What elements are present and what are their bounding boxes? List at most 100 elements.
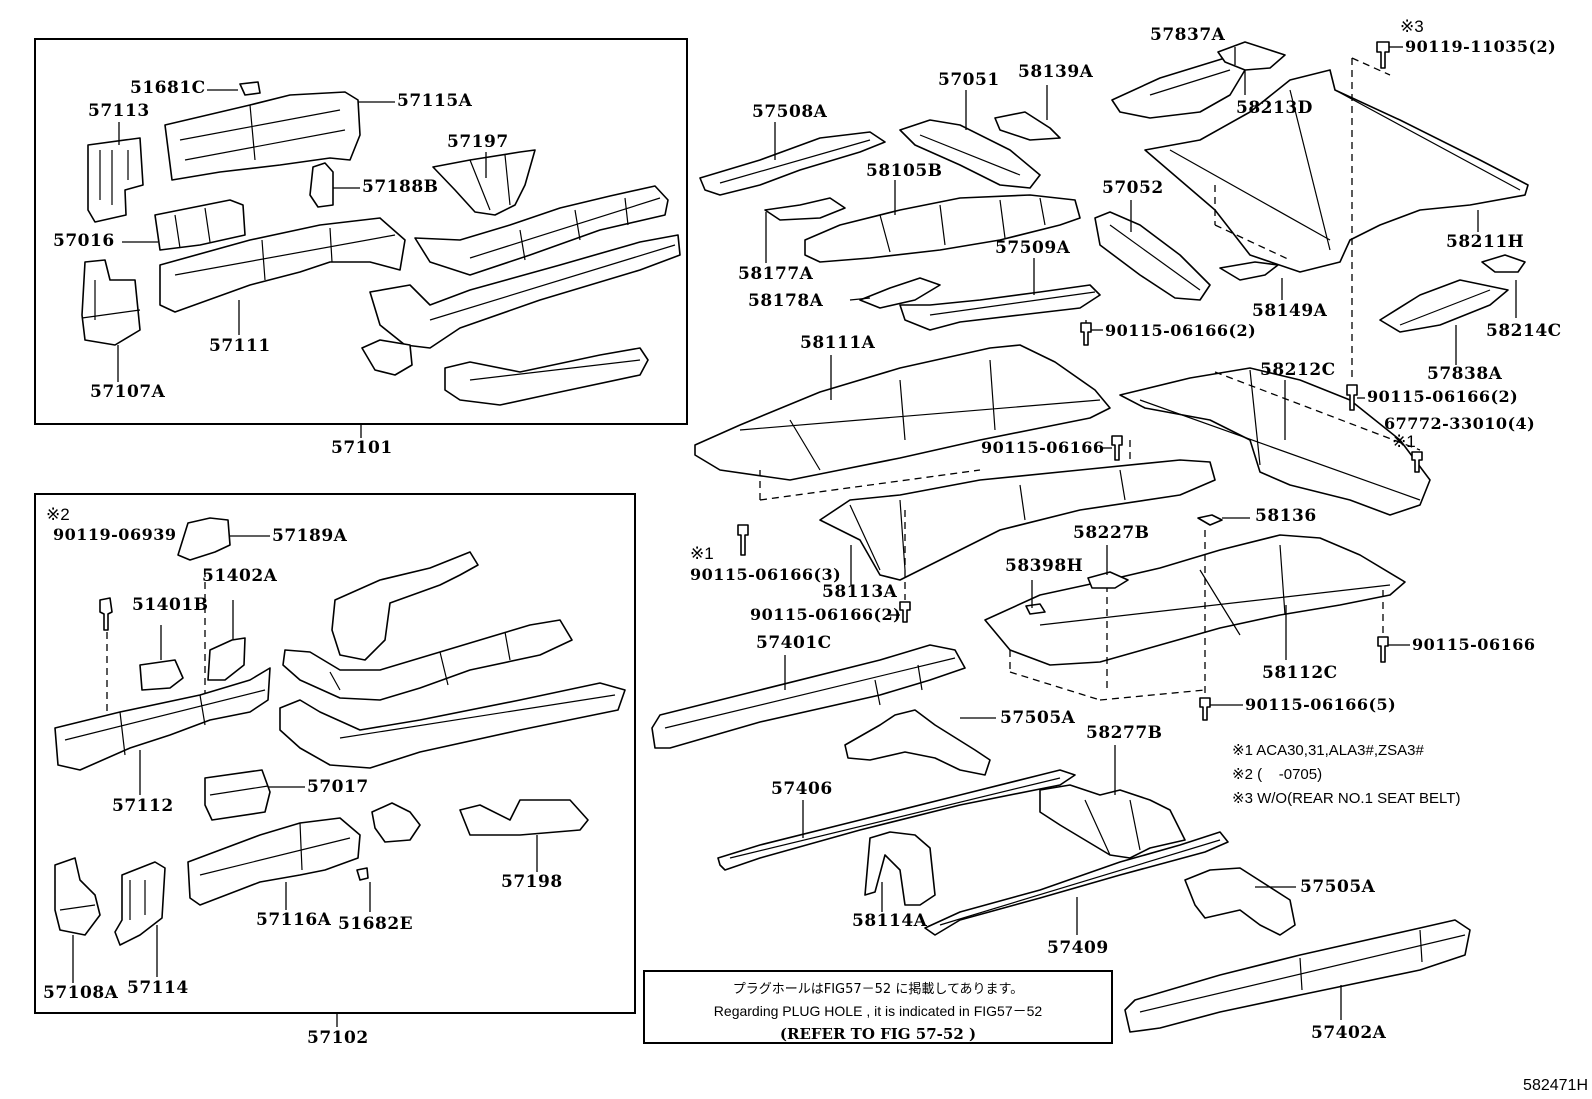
group-label-57102[interactable]: 57102 xyxy=(307,1028,369,1048)
plug-hole-refer-link[interactable]: (REFER TO FIG 57-52 ) xyxy=(779,1025,977,1043)
part-58211H-shape xyxy=(1144,69,1529,273)
part-label-67772-33010[interactable]: 67772-33010(4) xyxy=(1384,414,1536,433)
part-label-57508A[interactable]: 57508A xyxy=(752,102,828,122)
part-label-58178A[interactable]: 58178A xyxy=(748,291,824,311)
part-rear-rail-shape xyxy=(444,347,649,406)
part-label-58177A[interactable]: 58177A xyxy=(738,264,814,284)
part-label-58105B[interactable]: 58105B xyxy=(866,161,943,181)
part-57115A-shape xyxy=(164,91,361,181)
bolt-90115-06166-b-shape xyxy=(1377,636,1389,663)
part-57838A-shape xyxy=(1379,279,1509,333)
part-57016-shape xyxy=(154,199,246,251)
part-label-57113[interactable]: 57113 xyxy=(88,101,150,121)
part-label-57114[interactable]: 57114 xyxy=(127,978,189,998)
part-label-57107A[interactable]: 57107A xyxy=(90,382,166,402)
part-58214C-shape xyxy=(1481,254,1526,273)
part-label-57509A[interactable]: 57509A xyxy=(995,238,1071,258)
part-label-57016[interactable]: 57016 xyxy=(53,231,115,251)
part-58177A-shape xyxy=(764,197,846,221)
part-58114A-shape xyxy=(864,831,936,906)
part-57051-shape xyxy=(899,119,1041,189)
part-label-90115-06166-2b[interactable]: 90115-06166(2) xyxy=(750,605,902,624)
footnotes: ※1 ACA30,31,ALA3#,ZSA3# ※2 ( -0705) ※3 W… xyxy=(1232,743,1460,806)
part-57188B-shape xyxy=(309,162,334,208)
part-57406-shape xyxy=(717,769,1076,871)
part-57189A-shape xyxy=(177,517,231,561)
part-label-58139A[interactable]: 58139A xyxy=(1018,62,1094,82)
bolt-90119-06939-shape xyxy=(99,597,113,631)
part-58111A-shape xyxy=(694,344,1111,481)
part-label-57505A-a[interactable]: 57505A xyxy=(1000,708,1076,728)
part-label-58113A[interactable]: 58113A xyxy=(822,582,898,602)
part-label-58211H[interactable]: 58211H xyxy=(1446,232,1525,252)
part-label-90115-06166-2c[interactable]: 90115-06166(2) xyxy=(1367,387,1519,406)
part-57108A-shape xyxy=(54,857,101,936)
part-mid-rail-b-shape xyxy=(282,619,573,701)
part-label-90115-06166-5[interactable]: 90115-06166(5) xyxy=(1245,695,1397,714)
part-label-58212C[interactable]: 58212C xyxy=(1260,360,1336,380)
part-label-57838A[interactable]: 57838A xyxy=(1427,364,1503,384)
part-label-58277B[interactable]: 58277B xyxy=(1086,723,1163,743)
bolt-90115-06166-2a-shape xyxy=(1080,322,1092,346)
marker-note-1a: ※1 xyxy=(690,544,714,563)
part-label-58111A[interactable]: 58111A xyxy=(800,333,876,353)
clip-67772-33010-shape xyxy=(1411,451,1423,473)
part-label-58112C[interactable]: 58112C xyxy=(1262,663,1338,683)
part-58398H-shape xyxy=(1025,603,1046,615)
part-label-57188B[interactable]: 57188B xyxy=(362,177,439,197)
part-label-58149A[interactable]: 58149A xyxy=(1252,301,1328,321)
part-label-90119-11035[interactable]: 90119-11035(2) xyxy=(1405,37,1557,56)
footnote-3: ※3 W/O(REAR NO.1 SEAT BELT) xyxy=(1232,790,1461,807)
part-label-57115A[interactable]: 57115A xyxy=(397,91,473,111)
part-bracket-b-shape xyxy=(371,802,421,843)
part-label-57052[interactable]: 57052 xyxy=(1102,178,1164,198)
part-label-51401B[interactable]: 51401B xyxy=(132,595,209,615)
part-label-58227B[interactable]: 58227B xyxy=(1073,523,1150,543)
part-57505A-b-shape xyxy=(1184,867,1296,936)
part-label-57197[interactable]: 57197 xyxy=(447,132,509,152)
part-label-57505A-b[interactable]: 57505A xyxy=(1300,877,1376,897)
part-51401B-shape xyxy=(139,659,184,691)
part-label-57402A[interactable]: 57402A xyxy=(1311,1023,1387,1043)
leader-58178A xyxy=(849,297,871,301)
part-label-90115-06166-3[interactable]: 90115-06166(3) xyxy=(690,565,842,584)
group-label-57101[interactable]: 57101 xyxy=(331,438,393,458)
part-label-57051[interactable]: 57051 xyxy=(938,70,1000,90)
part-57401C-shape xyxy=(651,644,966,749)
part-label-57409[interactable]: 57409 xyxy=(1047,938,1109,958)
part-label-58213D[interactable]: 58213D xyxy=(1236,98,1313,118)
part-label-58214C[interactable]: 58214C xyxy=(1486,321,1562,341)
part-57837A-shape xyxy=(1111,57,1246,119)
part-57113-shape xyxy=(87,137,144,223)
part-label-57401C[interactable]: 57401C xyxy=(756,633,832,653)
part-label-57837A[interactable]: 57837A xyxy=(1150,25,1226,45)
part-label-57189A[interactable]: 57189A xyxy=(272,526,348,546)
footnote-1: ※1 ACA30,31,ALA3#,ZSA3# xyxy=(1232,742,1424,759)
part-label-51682E[interactable]: 51682E xyxy=(338,914,414,934)
part-label-58114A[interactable]: 58114A xyxy=(852,911,928,931)
part-label-57111[interactable]: 57111 xyxy=(209,336,271,356)
part-57409-shape xyxy=(924,831,1229,936)
part-label-57017[interactable]: 57017 xyxy=(307,777,369,797)
part-label-57108A[interactable]: 57108A xyxy=(43,983,119,1003)
part-label-90115-06166-a[interactable]: 90115-06166 xyxy=(981,438,1105,457)
part-label-58398H[interactable]: 58398H xyxy=(1005,556,1084,576)
part-58139A-shape xyxy=(994,111,1061,141)
part-label-57198[interactable]: 57198 xyxy=(501,872,563,892)
part-58113A-shape xyxy=(819,459,1216,581)
part-label-51402A[interactable]: 51402A xyxy=(202,566,278,586)
part-51681C-shape xyxy=(239,81,261,96)
part-label-57406[interactable]: 57406 xyxy=(771,779,833,799)
part-57198-shape xyxy=(459,799,589,836)
part-label-57112[interactable]: 57112 xyxy=(112,796,174,816)
part-58112C-shape xyxy=(984,534,1406,666)
part-label-90115-06166-2a[interactable]: 90115-06166(2) xyxy=(1105,321,1257,340)
part-label-90119-06939[interactable]: 90119-06939 xyxy=(53,525,177,544)
part-lower-rail-shape xyxy=(369,234,681,349)
part-label-51681C[interactable]: 51681C xyxy=(130,78,206,98)
bolt-90115-06166-3-shape xyxy=(737,524,749,556)
part-57112-shape xyxy=(54,667,271,771)
part-label-57116A[interactable]: 57116A xyxy=(256,910,332,930)
part-label-58136[interactable]: 58136 xyxy=(1255,506,1317,526)
part-label-90115-06166-b[interactable]: 90115-06166 xyxy=(1412,635,1536,654)
